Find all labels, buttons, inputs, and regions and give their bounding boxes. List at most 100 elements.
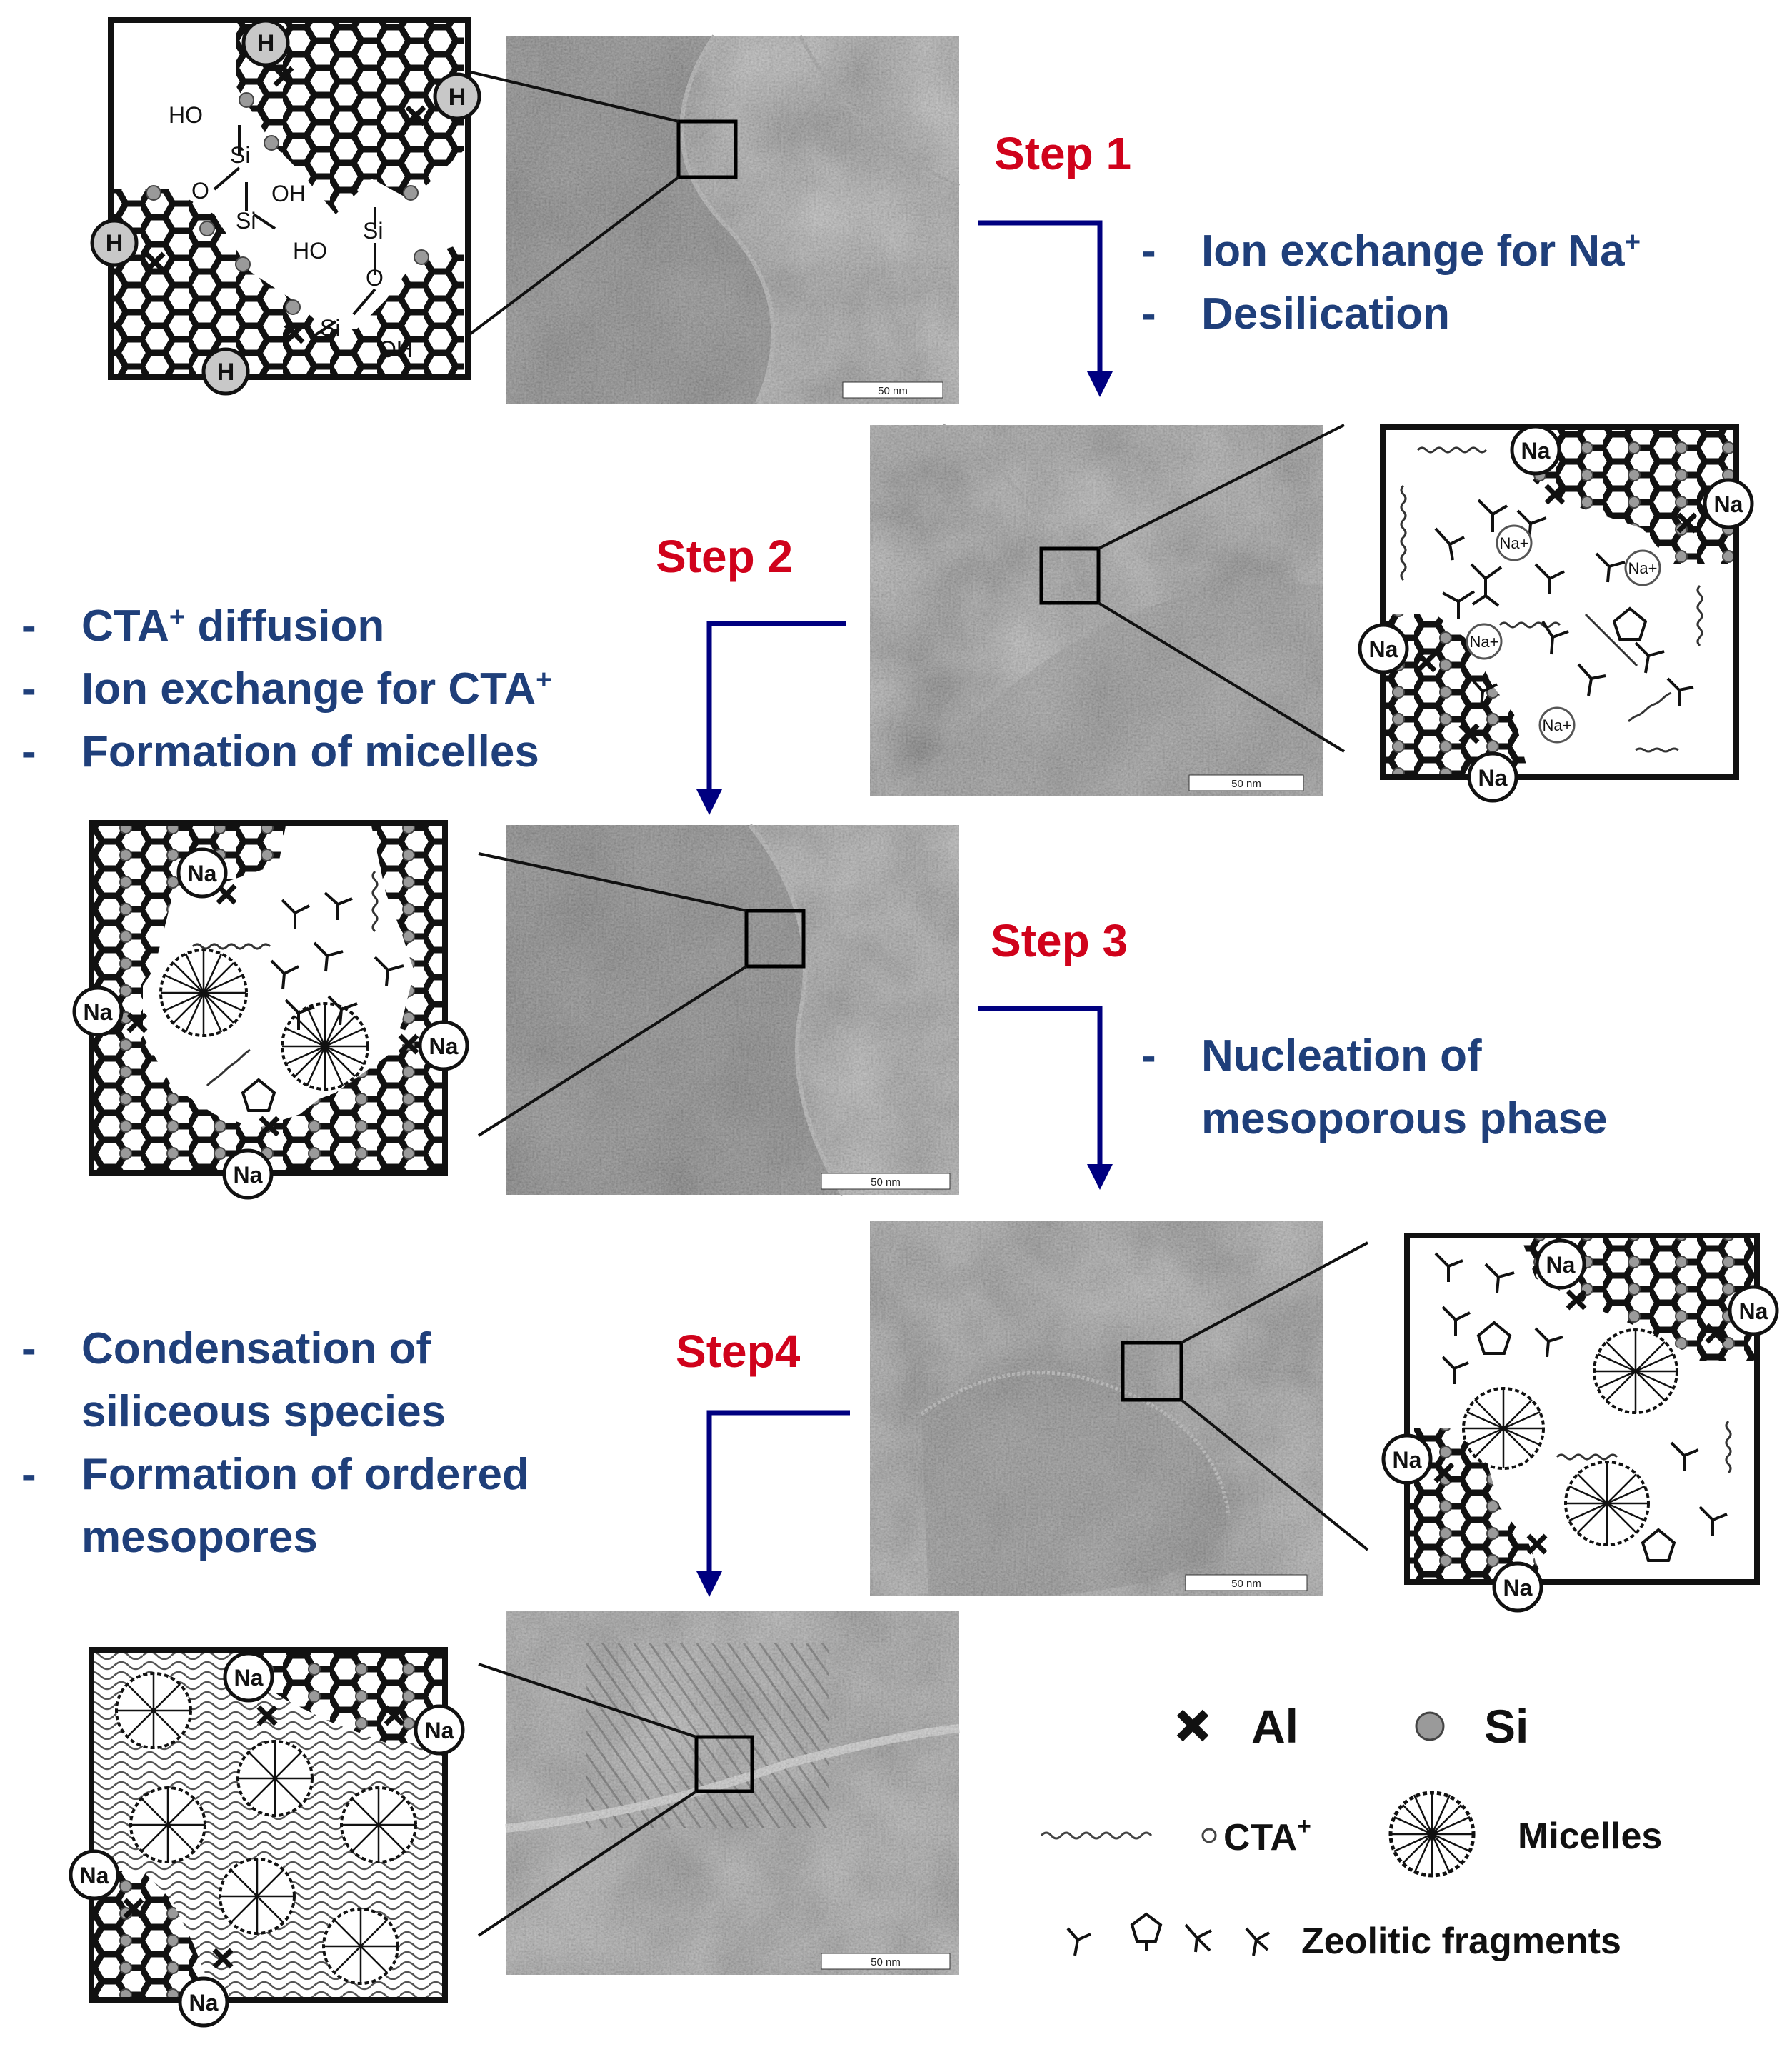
svg-text:Na: Na [425,1718,454,1743]
scale-bar-label: 50 nm [1231,1578,1261,1590]
superscript-plus: + [1624,226,1641,257]
svg-text:Na: Na [234,1665,264,1691]
svg-text:H: H [257,30,275,57]
silicon-label: Si [230,142,250,168]
micelle [1462,1328,1678,1546]
tem-micrograph-3: 50 nm [506,824,959,1196]
step-2-item: Ion exchange for CTA [81,664,536,714]
step-2-label: Step 2 [656,531,794,582]
svg-text:Na+: Na+ [1543,716,1572,734]
step-1-label: Step 1 [994,128,1132,179]
svg-text:CTA+: CTA+ [1223,1813,1311,1858]
scale-bar-label: 50 nm [878,385,908,397]
sodium-ion-small: Na+ Na+ Na+ Na+ [1466,524,1661,744]
arrow-step3 [978,1006,1103,1168]
si-symbol-icon [1415,1711,1445,1741]
step-arrows [696,220,1113,1597]
hydroxyl-label: OH [379,336,413,362]
step-3-label: Step 3 [991,915,1128,966]
arrow-step1 [978,220,1103,375]
svg-text:Na: Na [80,1863,109,1888]
step-1-description: -Ion exchange for Na+ -Desilication [1141,226,1641,339]
svg-text:Na+: Na+ [1628,559,1658,577]
svg-text:Na+: Na+ [1470,633,1499,651]
svg-text:Na: Na [188,861,217,886]
legend-al-label: Al [1251,1700,1298,1753]
step-3-description: -Nucleation of mesoporous phase [1141,1031,1608,1143]
step-4-item: siliceous species [81,1387,446,1436]
svg-text:H: H [217,359,235,386]
step-1-item: Desilication [1201,289,1450,339]
svg-text:Na: Na [1739,1298,1768,1324]
legend-si-label: Si [1484,1700,1528,1753]
tem-micrograph-4: 50 nm [870,1221,1323,1596]
svg-text:Na+: Na+ [1500,534,1529,552]
svg-text:H: H [449,84,466,111]
superscript-plus: + [536,664,552,695]
step-3-item: mesoporous phase [1201,1094,1608,1143]
svg-text:Na: Na [1393,1447,1422,1473]
step-4-item: Condensation of [81,1324,431,1373]
step-4-item: mesopores [81,1513,318,1562]
svg-text:Na: Na [429,1033,459,1059]
silicon-label: Si [363,218,383,244]
tem-micrograph-2: 50 nm [870,423,1323,796]
legend-micelles-label: Micelles [1518,1816,1662,1857]
svg-text:Na: Na [1714,491,1743,517]
scale-bar-label: 50 nm [871,1956,901,1968]
schematic-panel-1: HO Si O Si OH HO Si O Si OH H H H H [90,17,481,396]
svg-text:Na: Na [1503,1575,1533,1601]
tem-micrograph-1: 50 nm [506,34,960,405]
step-4-description: -Condensation of siliceous species -Form… [21,1324,529,1562]
step-4-label: Step4 [676,1326,801,1377]
step-4-item: Formation of ordered [81,1450,529,1499]
scale-bar-label: 50 nm [871,1176,901,1188]
zeolitic-fragments-icon [1066,1912,1270,1956]
silicon-label: Si [236,208,256,234]
svg-text:Na: Na [1546,1252,1576,1278]
arrow-step4 [706,1410,850,1575]
cta-chain-icon [1040,1831,1153,1840]
micelle [281,1002,369,1091]
sodium-cation: Na Na Na Na [1358,424,1754,803]
legend-cta-label: CTA [1223,1817,1297,1858]
silicon-label: Si [320,315,340,341]
micelle-icon [1388,1791,1476,1878]
arrow-step2 [706,621,846,793]
step-2-description: -CTA+ diffusion -Ion exchange for CTA+ -… [21,601,552,776]
sodium-cation: Na Na Na Na [72,847,469,1200]
sodium-cation: Na Na Na Na [69,1651,465,2028]
schematic-panel-2: Na+ Na+ Na+ Na+ Na Na Na Na [1358,424,1754,803]
schematic-panel-4: Na Na Na Na [1381,1233,1779,1613]
scale-bar-label: 50 nm [1231,778,1261,790]
svg-text:Na: Na [1521,438,1551,464]
hydroxyl-label: HO [169,102,203,128]
sodium-cation: Na Na Na Na [1381,1238,1779,1613]
legend-fragments-label: Zeolitic fragments [1301,1921,1621,1962]
svg-text:Na: Na [189,1990,219,2016]
step-1-item: Ion exchange for Na [1201,226,1625,276]
superscript-plus: + [1297,1813,1311,1840]
oxygen-label: O [366,265,384,291]
legend: Al Si CTA+ Micelles Zeolitic fragments [1040,1700,1662,1962]
svg-text:Na: Na [234,1162,263,1188]
micelle [115,1672,417,1985]
hydroxyl-label: OH [271,181,306,206]
oxygen-label: O [191,178,209,204]
hydroxyl-label: HO [293,238,327,264]
proton-cation: H H H H [90,19,481,396]
schematic-panel-5: Na Na Na Na [69,1647,465,2028]
al-symbol-icon [1176,1709,1209,1742]
step-2-item: CTA [81,601,169,651]
svg-text:Na: Na [1369,636,1398,662]
svg-text:Na: Na [1478,765,1508,791]
svg-text:Na: Na [84,999,113,1025]
schematic-panel-3: Na Na Na Na [72,820,469,1200]
step-2-item: Formation of micelles [81,727,539,776]
svg-text:H: H [106,230,124,257]
step-2-item: diffusion [197,601,385,651]
micelle [159,949,248,1037]
superscript-plus: + [169,601,186,632]
step-3-item: Nucleation of [1201,1031,1482,1081]
